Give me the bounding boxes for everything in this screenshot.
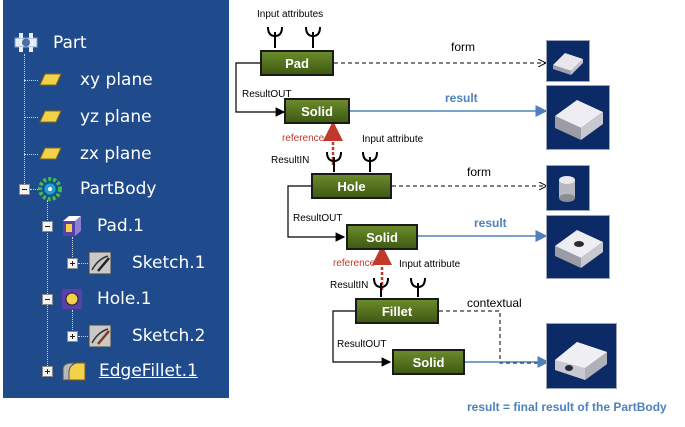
fillet-resultout-arrow	[332, 310, 392, 367]
fillet-resultout-label: ResultOUT	[337, 339, 387, 350]
fillet-box: Fillet	[355, 298, 439, 324]
reference-label-1: reference	[282, 133, 325, 144]
collapse-pad-toggle[interactable]	[42, 221, 53, 232]
fillet-input-label: Input attribute	[399, 259, 461, 270]
plane-icon	[39, 147, 62, 160]
tree-item-label: xy plane	[80, 70, 153, 90]
sketch-icon	[88, 251, 112, 275]
solid1-result-thumbnail	[546, 85, 610, 150]
tree-item-label: Hole.1	[97, 289, 152, 309]
hole-resultout-label: ResultOUT	[293, 213, 343, 224]
expand-sketch2-toggle[interactable]	[67, 331, 78, 342]
tree-item-label: EdgeFillet.1	[99, 361, 198, 381]
pad-box: Pad	[260, 50, 334, 76]
solid1-box: Solid	[284, 98, 350, 124]
hole-resultout-arrow	[287, 185, 346, 242]
tree-item-hole[interactable]: Hole.1	[60, 286, 152, 312]
hole-input-label: Input attribute	[362, 134, 424, 145]
solid3-result-thumbnail	[546, 323, 617, 389]
tree-item-yz-plane[interactable]: yz plane	[39, 104, 152, 130]
tree-root-label: Part	[53, 33, 87, 53]
tree-item-label: Sketch.1	[132, 253, 206, 273]
tree-item-edgefillet[interactable]: EdgeFillet.1	[60, 358, 198, 384]
pad-form-thumbnail	[546, 40, 590, 82]
sketch-icon	[88, 324, 112, 348]
hole-form-label: form	[467, 165, 491, 179]
plane-icon	[39, 73, 62, 86]
hole-box: Hole	[311, 173, 392, 199]
tree-item-label: Sketch.2	[132, 326, 206, 346]
tree-item-label: zx plane	[80, 144, 152, 164]
hole-resultin-label: ResultIN	[271, 155, 310, 166]
pad-input-forks	[267, 26, 321, 48]
solid1-result-label: result	[445, 91, 478, 105]
fillet-contextual-line	[439, 310, 548, 364]
expand-edgefillet-toggle[interactable]	[42, 366, 53, 377]
tree-root[interactable]: Part	[13, 30, 87, 56]
collapse-partbody-toggle[interactable]	[19, 184, 30, 195]
footer-note: result = final result of the PartBody	[467, 400, 667, 414]
solid2-box: Solid	[346, 224, 418, 250]
expand-sketch1-toggle[interactable]	[67, 258, 78, 269]
tree-item-sketch2[interactable]: Sketch.2	[88, 323, 206, 349]
tree-item-zx-plane[interactable]: zx plane	[39, 141, 152, 167]
collapse-hole-toggle[interactable]	[42, 294, 53, 305]
hole-icon	[62, 289, 82, 309]
pad-icon	[63, 216, 81, 236]
solid3-box: Solid	[392, 349, 465, 375]
pad-form-label: form	[451, 40, 475, 54]
hole-input-forks	[326, 151, 378, 172]
tree-item-xy-plane[interactable]: xy plane	[39, 67, 153, 93]
body-gear-icon	[38, 177, 62, 201]
fillet-input-forks	[373, 277, 426, 297]
fillet-resultin-label: ResultIN	[330, 280, 369, 291]
pad-resultout-arrow	[235, 62, 286, 117]
fillet-icon	[62, 362, 86, 381]
pad-resultout-label: ResultOUT	[242, 89, 292, 100]
tree-item-pad[interactable]: Pad.1	[60, 213, 144, 239]
tree-item-sketch1[interactable]: Sketch.1	[88, 250, 206, 276]
plane-icon	[39, 110, 62, 123]
fillet-contextual-label: contextual	[467, 296, 522, 310]
hole-form-thumbnail	[546, 165, 590, 211]
tree-item-label: PartBody	[80, 179, 157, 199]
tree-item-label: Pad.1	[97, 216, 144, 236]
tree-item-label: yz plane	[80, 107, 152, 127]
solid2-result-label: result	[474, 216, 507, 230]
solid2-result-thumbnail	[546, 215, 610, 279]
reference-label-2: reference	[333, 258, 376, 269]
tree-item-partbody[interactable]: PartBody	[37, 176, 156, 202]
specification-tree: Part xy plane yz plane zx plane PartBody…	[3, 0, 229, 398]
pad-input-label: Input attributes	[257, 9, 324, 20]
part-icon	[14, 33, 38, 52]
